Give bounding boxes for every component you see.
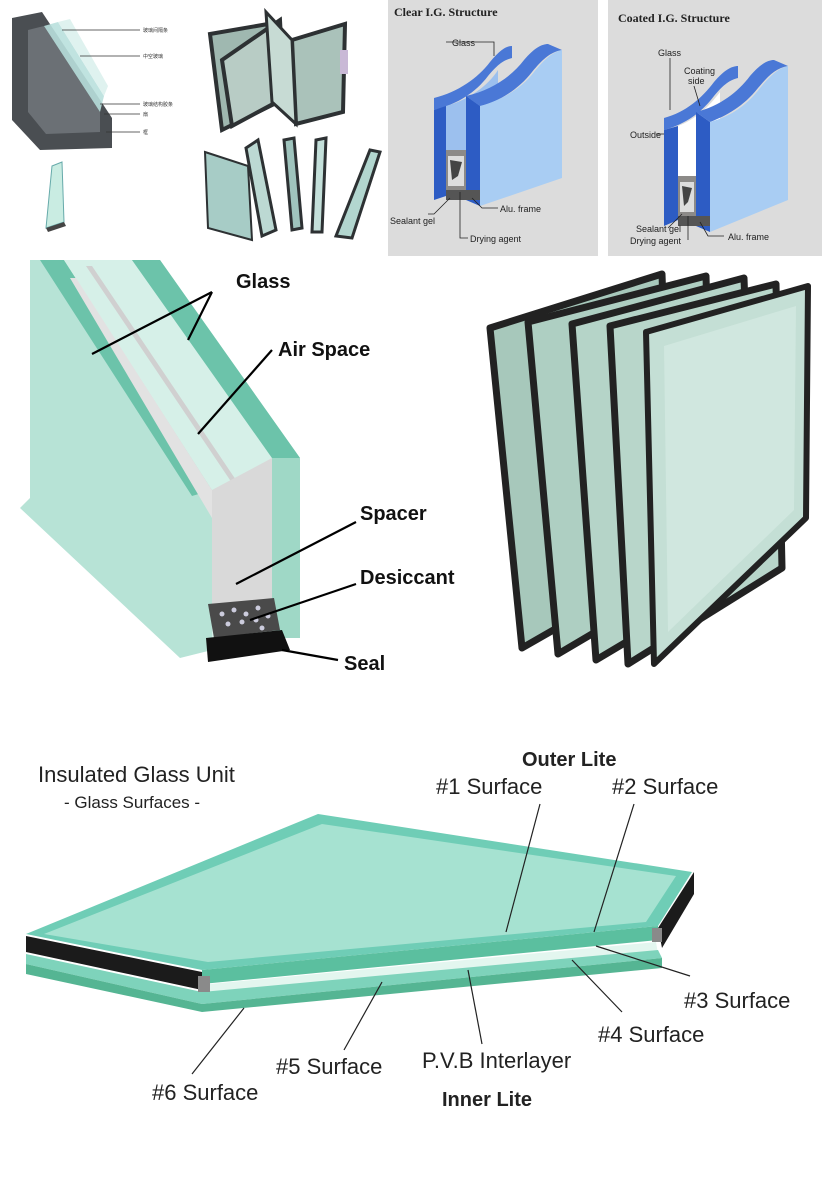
frame-label-1: 玻璃间隔条	[143, 27, 168, 34]
section-air-space-label: Air Space	[278, 339, 370, 361]
igu-pvb-interlayer: P.V.B Interlayer	[422, 1048, 571, 1073]
igu-surfaces-panel: Insulated Glass Unit - Glass Surfaces - …	[22, 744, 804, 1124]
section-spacer-label: Spacer	[360, 503, 427, 525]
coated-ig-title: Coated I.G. Structure	[618, 11, 730, 25]
inner-glass-edge	[132, 260, 300, 458]
igu-spacer-block-right	[652, 928, 662, 942]
section-diagram-panel: Glass Air Space Spacer Desiccant Seal	[0, 258, 470, 678]
window-frame-panel: 玻璃间隔条 中空玻璃 玻璃结构胶条 扇 框	[0, 0, 385, 250]
clear-glass-front	[480, 50, 562, 206]
section-glass-label: Glass	[236, 271, 290, 293]
stacked-panes-illustration	[486, 270, 811, 668]
frame-profile-inner	[28, 26, 100, 134]
window-frame-illustration: 玻璃间隔条 中空玻璃 玻璃结构胶条 扇 框	[12, 7, 382, 242]
igu-spacer-left	[26, 936, 202, 990]
igu-surface-3: #3 Surface	[684, 988, 790, 1013]
clear-ig-title: Clear I.G. Structure	[394, 5, 498, 19]
igu-bottom-lite	[26, 950, 662, 1004]
clear-ig-diagram: Clear I.G. Structure Glass Sealant gel A…	[390, 5, 562, 244]
igu-surface-2: #2 Surface	[612, 774, 718, 799]
small-pane-base	[46, 222, 66, 232]
stacked-panes-panel	[476, 262, 821, 670]
frame-label-3: 玻璃结构胶条	[143, 101, 173, 108]
clear-drying-label: Drying agent	[470, 234, 522, 244]
coated-outside-label: Outside	[630, 130, 661, 140]
igu-spacer-block-left	[198, 976, 210, 992]
igu-title: Insulated Glass Unit	[38, 762, 235, 787]
igu-spacer-right	[658, 872, 694, 948]
section-diagram: Glass Air Space Spacer Desiccant Seal	[20, 260, 455, 675]
igu-top-edge	[202, 926, 658, 984]
clear-alu-label: Alu. frame	[500, 204, 541, 214]
standing-panes	[203, 136, 382, 242]
clear-sealant-label: Sealant gel	[390, 216, 435, 226]
small-pane	[45, 161, 65, 229]
outer-glass	[20, 260, 212, 658]
coated-alu-label: Alu. frame	[728, 232, 769, 242]
igu-surface-6: #6 Surface	[152, 1080, 258, 1105]
igu-surfaces-diagram: Insulated Glass Unit - Glass Surfaces - …	[26, 749, 790, 1111]
igu-surface-1: #1 Surface	[436, 774, 542, 799]
igu-inner-lite: Inner Lite	[442, 1089, 532, 1111]
igu-surface-5: #5 Surface	[276, 1054, 382, 1079]
igu-outer-lite: Outer Lite	[522, 749, 616, 771]
frame-glass-2	[58, 19, 108, 96]
coated-glass-label: Glass	[658, 48, 682, 58]
clear-ig-panel: Clear I.G. Structure Glass Sealant gel A…	[388, 0, 598, 256]
frame-label-4: 扇	[143, 111, 148, 118]
coated-sealant-label: Sealant gel	[636, 224, 681, 234]
window-sashes	[207, 7, 348, 134]
section-seal-label: Seal	[344, 653, 385, 675]
clear-glass-label: Glass	[452, 38, 476, 48]
spacer	[212, 458, 272, 614]
frame-label-2: 中空玻璃	[143, 53, 163, 60]
frame-glass	[44, 22, 104, 112]
coated-glass-front	[710, 66, 788, 232]
igu-subtitle: - Glass Surfaces -	[64, 793, 200, 812]
seal	[206, 630, 290, 662]
section-desiccant-label: Desiccant	[360, 567, 455, 589]
igu-surface-4: #4 Surface	[598, 1022, 704, 1047]
frame-label-5: 框	[143, 129, 148, 136]
coated-drying-label: Drying agent	[630, 236, 682, 246]
